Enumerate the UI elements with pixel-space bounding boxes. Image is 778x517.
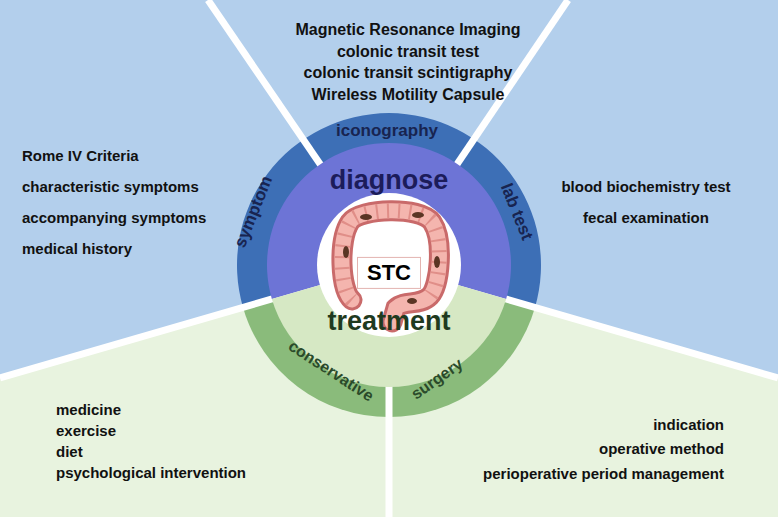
stool-spot <box>407 298 417 304</box>
label-text: treatment <box>327 307 450 337</box>
diagnose-ring <box>237 113 541 307</box>
item-text: medicine <box>56 399 326 420</box>
item-text: perioperative period management <box>420 462 724 487</box>
label-text: STC <box>367 261 411 285</box>
info-sector: blood biochemistry testfecal examination <box>538 171 754 233</box>
stool-spot <box>434 256 440 268</box>
item-text: blood biochemistry test <box>538 171 754 202</box>
item-text: psychological intervention <box>56 462 326 483</box>
item-text: indication <box>420 413 724 438</box>
item-text: fecal examination <box>538 202 754 233</box>
stool-spot <box>343 246 349 258</box>
info-sector: Magnetic Resonance Imagingcolonic transi… <box>248 19 568 105</box>
colon-illustration <box>342 211 440 322</box>
diagnose-sector-fill <box>0 0 778 378</box>
item-text: characteristic symptoms <box>22 171 272 202</box>
item-text: diet <box>56 441 326 462</box>
colon-outline <box>342 211 439 322</box>
item-text: exercise <box>56 420 326 441</box>
stool-spot <box>360 214 372 220</box>
colon-body <box>342 211 439 322</box>
item-text: colonic transit test <box>248 41 568 63</box>
item-text: colonic transit scintigraphy <box>248 62 568 84</box>
center-box: STC <box>357 257 421 289</box>
label-text: diagnose <box>330 166 449 196</box>
stool-spot <box>412 212 424 218</box>
info-sector: indicationoperative methodperioperative … <box>420 413 724 487</box>
band-title: treatment <box>327 307 450 337</box>
colon-haustra <box>342 211 439 300</box>
item-text: operative method <box>420 437 724 462</box>
info-sector: medicineexercisedietpsychological interv… <box>56 399 326 483</box>
band-title: diagnose <box>330 166 449 196</box>
ring-segment: iconography <box>336 122 438 141</box>
item-text: accompanying symptoms <box>22 202 272 233</box>
item-text: Rome IV Criteria <box>22 140 272 171</box>
item-text: Wireless Motility Capsule <box>248 84 568 106</box>
item-text: Magnetic Resonance Imaging <box>248 19 568 41</box>
label-text: iconography <box>336 122 438 141</box>
center-circle <box>317 193 461 337</box>
